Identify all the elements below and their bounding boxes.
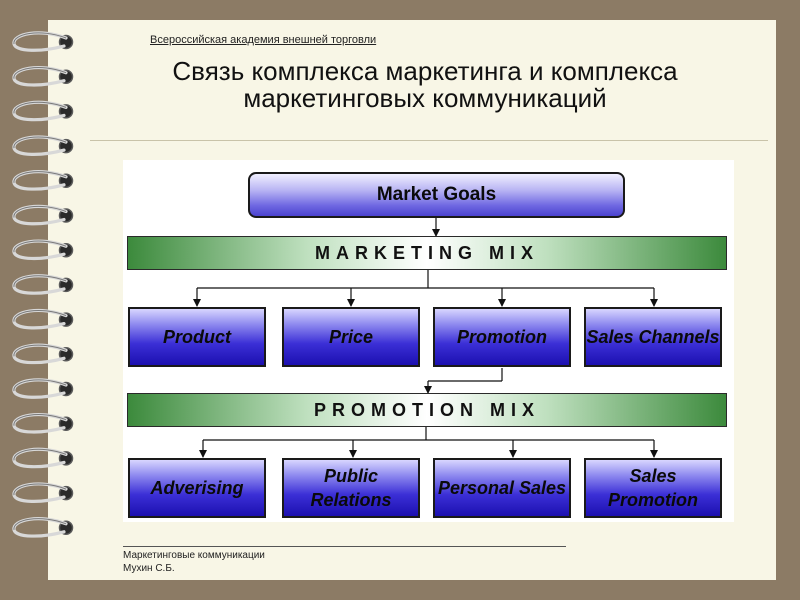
marketing-diagram: Market Goals MARKETING MIX Product Price… <box>123 160 734 522</box>
marketing-mix-bar: MARKETING MIX <box>127 236 727 270</box>
price-box: Price <box>282 307 420 367</box>
market-goals-box: Market Goals <box>248 172 625 218</box>
footer-divider <box>123 546 566 547</box>
diagram-connectors <box>193 218 658 458</box>
personal-sales-box: Personal Sales <box>433 458 571 518</box>
page-title: Связь комплекса маркетинга и комплекса м… <box>172 56 678 113</box>
course-name: Маркетинговые коммуникации <box>123 550 265 561</box>
promotion-box: Promotion <box>433 307 571 367</box>
academy-name: Всероссийская академия внешней торговли <box>150 34 377 46</box>
product-box: Product <box>128 307 266 367</box>
spiral-binding-icon <box>12 31 74 538</box>
advertising-box: Adverising <box>128 458 266 518</box>
promotion-mix-bar: PROMOTION MIX <box>127 393 727 427</box>
public-relations-box: Public Relations <box>282 458 420 518</box>
title-divider <box>90 140 768 141</box>
sales-promotion-box: Sales Promotion <box>584 458 722 518</box>
author-name: Мухин С.Б. <box>123 563 175 574</box>
sales-channels-box: Sales Channels <box>584 307 722 367</box>
